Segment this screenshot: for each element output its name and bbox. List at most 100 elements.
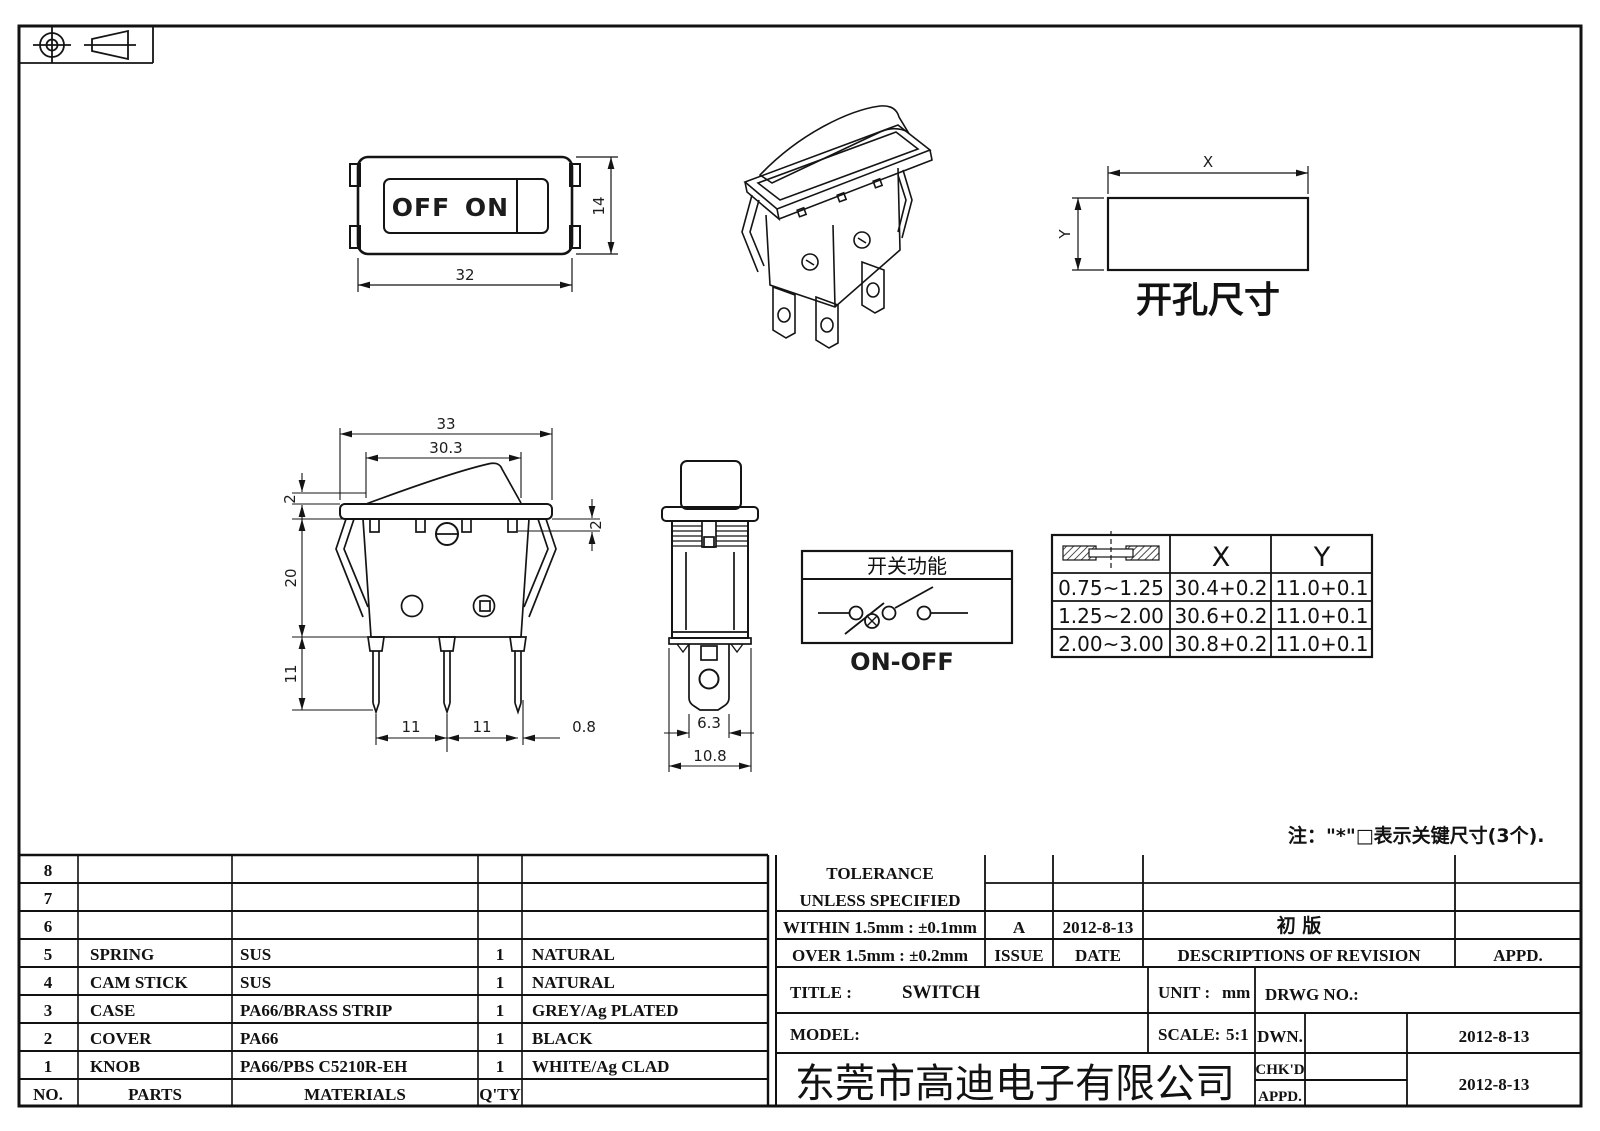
function-mode-label: ON-OFF <box>850 648 954 676</box>
title-block: TITLE : SWITCH UNIT : mm DRWG NO.: MODEL… <box>776 967 1582 1107</box>
key-dimension-note: 注："*"□表示关键尺寸(3个). <box>1288 824 1545 847</box>
dim-11-left: 11 <box>282 664 300 683</box>
parts-row-no: 4 <box>44 973 53 992</box>
parts-row-material: PA66/BRASS STRIP <box>240 1001 392 1020</box>
dim-6-3: 6.3 <box>697 714 721 732</box>
sheet-frame <box>17 24 1583 1108</box>
dim-2-right: 2 <box>587 520 605 530</box>
front-off-label: OFF <box>392 193 450 222</box>
dim-33: 33 <box>436 415 455 433</box>
parts-row-finish: GREY/Ag PLATED <box>532 1001 679 1020</box>
xy-col-y: Y <box>1313 542 1331 573</box>
panel-thickness-icon <box>1062 531 1160 570</box>
xy-col-x: X <box>1212 542 1231 573</box>
parts-row-no: 6 <box>44 917 53 936</box>
xy-table: X Y 0.75~1.25 30.4+0.2 11.0+0.1 1.25~2.0… <box>1050 531 1374 659</box>
scale-value: 5:1 <box>1226 1025 1249 1044</box>
xy-cell: 1.25~2.00 <box>1058 604 1164 628</box>
parts-row-finish: WHITE/Ag CLAD <box>532 1057 669 1076</box>
parts-row-no: 3 <box>44 1001 53 1020</box>
chkd-date: 2012-8-13 <box>1459 1075 1530 1094</box>
parts-table: 8 7 6 5 SPRING SUS 1 NATURAL 4 CAM STICK… <box>19 853 770 1107</box>
parts-row-name: SPRING <box>90 945 154 964</box>
cone-view-icon <box>84 29 136 61</box>
parts-header-qty: Q'TY <box>479 1085 521 1104</box>
parts-header-no: NO. <box>33 1085 63 1104</box>
parts-row-no: 8 <box>44 861 53 880</box>
chkd-label: CHK'D <box>1255 1062 1304 1078</box>
front-view: OFF ON 32 14 <box>349 155 618 292</box>
dim-20: 20 <box>282 568 300 587</box>
xy-cell: 30.8+0.2 <box>1174 632 1267 656</box>
parts-row-qty: 1 <box>496 1057 505 1076</box>
parts-row-name: CAM STICK <box>90 973 189 992</box>
parts-row-no: 2 <box>44 1029 53 1048</box>
dim-pitch-2: 11 <box>472 718 491 736</box>
side-view: 33 30.3 2 2 20 11 11 11 0.8 <box>281 415 605 752</box>
parts-row-material: PA66 <box>240 1029 278 1048</box>
function-box: 开关功能 ON-OFF <box>800 549 1014 676</box>
parts-row-material: PA66/PBS C5210R-EH <box>240 1057 407 1076</box>
revision-date-value: 2012-8-13 <box>1063 918 1134 937</box>
title-label: TITLE : <box>790 983 852 1002</box>
xy-cell: 11.0+0.1 <box>1275 632 1368 656</box>
drwg-no-label: DRWG NO.: <box>1265 985 1359 1004</box>
dim-14: 14 <box>590 196 608 215</box>
appd-label: APPD. <box>1258 1089 1302 1105</box>
cutout-y-label: Y <box>1056 229 1074 240</box>
parts-row-qty: 1 <box>496 1001 505 1020</box>
tolerance-title-2: UNLESS SPECIFIED <box>799 891 960 910</box>
function-box-title: 开关功能 <box>867 554 947 578</box>
revision-issue-value: A <box>1013 918 1026 937</box>
parts-row-material: SUS <box>240 945 271 964</box>
parts-row-qty: 1 <box>496 1029 505 1048</box>
parts-row-name: CASE <box>90 1001 135 1020</box>
xy-cell: 30.6+0.2 <box>1174 604 1267 628</box>
revision-date-label: DATE <box>1075 946 1121 965</box>
dwn-label: DWN. <box>1257 1027 1303 1046</box>
cutout-view: X Y 开孔尺寸 <box>1056 153 1310 321</box>
tolerance-within: WITHIN 1.5mm : ±0.1mm <box>783 918 977 937</box>
front-on-label: ON <box>465 193 509 222</box>
dim-pitch-1: 11 <box>401 718 420 736</box>
parts-row-no: 5 <box>44 945 53 964</box>
parts-row-finish: BLACK <box>532 1029 593 1048</box>
xy-cell: 30.4+0.2 <box>1174 576 1267 600</box>
tolerance-block: TOLERANCE UNLESS SPECIFIED WITHIN 1.5mm … <box>775 855 1582 1107</box>
dim-30-3: 30.3 <box>429 439 462 457</box>
dim-2-left: 2 <box>281 494 299 504</box>
parts-row-no: 7 <box>44 889 53 908</box>
parts-header-parts: PARTS <box>128 1085 182 1104</box>
xy-cell: 11.0+0.1 <box>1275 576 1368 600</box>
dim-0-8: 0.8 <box>572 718 596 736</box>
title-value: SWITCH <box>902 982 980 1003</box>
parts-row-name: COVER <box>90 1029 152 1048</box>
tolerance-title-1: TOLERANCE <box>826 864 933 883</box>
first-angle-target-icon <box>33 26 71 63</box>
parts-row-qty: 1 <box>496 973 505 992</box>
parts-row-name: KNOB <box>90 1057 140 1076</box>
parts-header-materials: MATERIALS <box>304 1085 406 1104</box>
parts-row-no: 1 <box>44 1057 53 1076</box>
unit-label: UNIT : <box>1158 983 1210 1002</box>
parts-row-finish: NATURAL <box>532 945 615 964</box>
xy-cell: 2.00~3.00 <box>1058 632 1164 656</box>
xy-cell: 11.0+0.1 <box>1275 604 1368 628</box>
dwn-date: 2012-8-13 <box>1459 1027 1530 1046</box>
cutout-caption: 开孔尺寸 <box>1136 280 1280 321</box>
perspective-view <box>741 105 933 349</box>
unit-value: mm <box>1222 983 1250 1002</box>
tolerance-over: OVER 1.5mm : ±0.2mm <box>792 946 968 965</box>
parts-row-material: SUS <box>240 973 271 992</box>
projection-symbol <box>19 26 154 64</box>
dim-32: 32 <box>455 266 474 284</box>
circuit-symbol <box>818 586 968 635</box>
revision-appd-label: APPD. <box>1493 946 1543 965</box>
end-view: 6.3 10.8 <box>661 460 759 772</box>
dim-10-8: 10.8 <box>693 747 726 765</box>
xy-cell: 0.75~1.25 <box>1058 576 1164 600</box>
model-label: MODEL: <box>790 1025 860 1044</box>
revision-issue-label: ISSUE <box>994 946 1043 965</box>
revision-description-label: DESCRIPTIONS OF REVISION <box>1177 946 1421 965</box>
